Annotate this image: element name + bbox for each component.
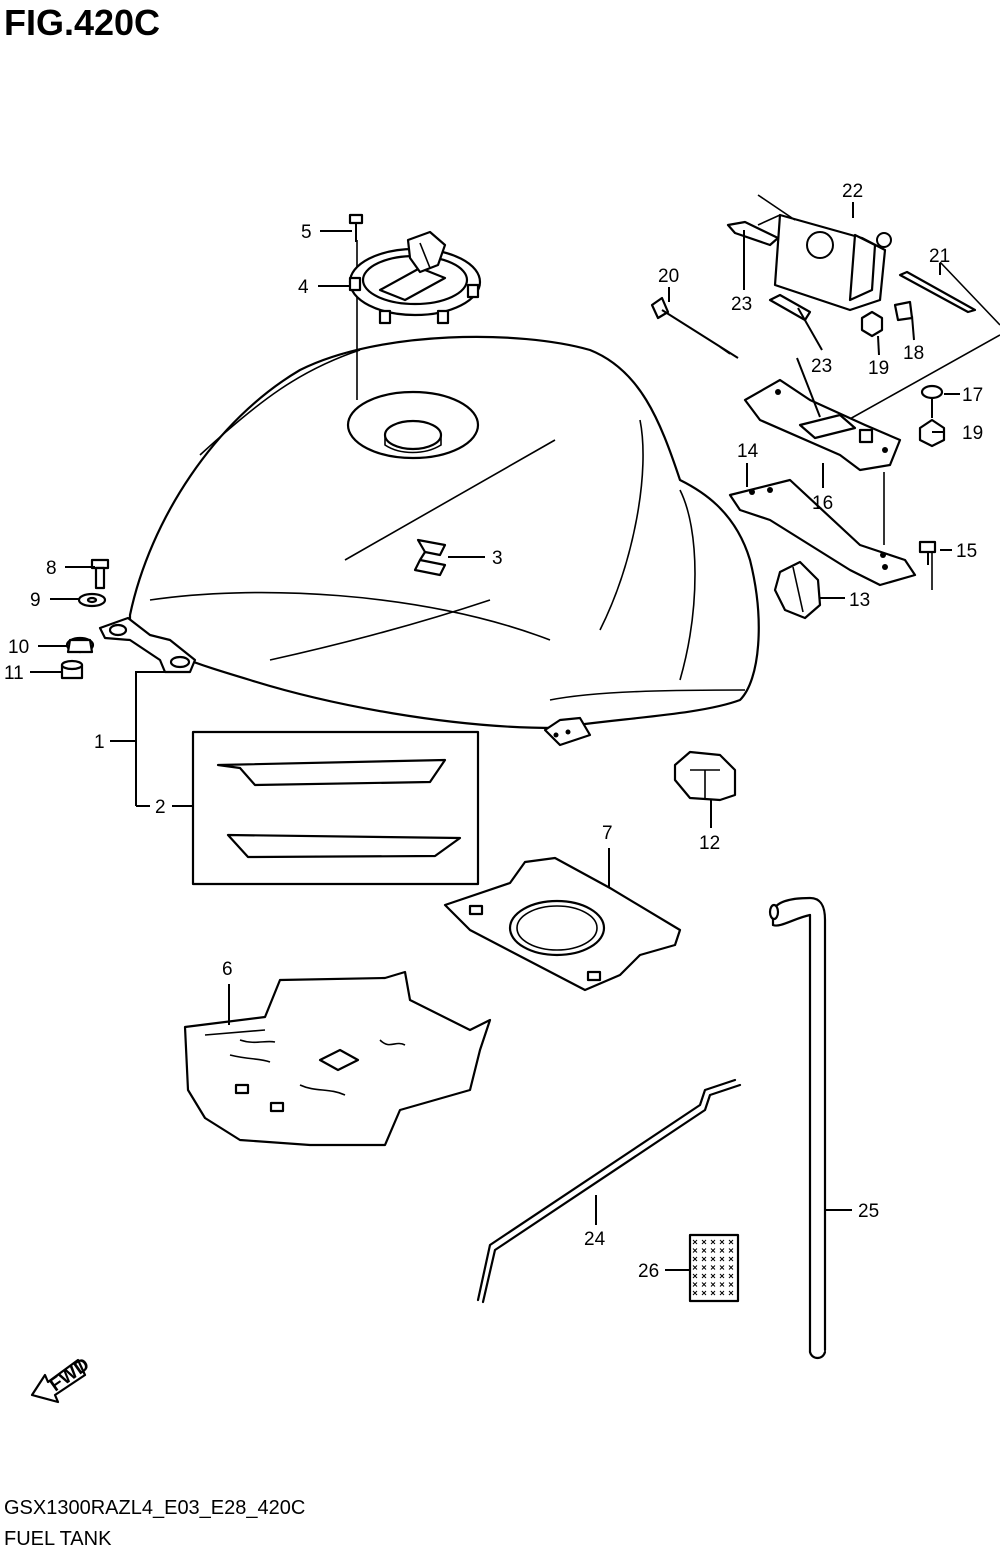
callout-13: 13	[849, 590, 870, 611]
callout-23b: 23	[811, 356, 832, 377]
pad-hatch-mark	[728, 1239, 734, 1245]
callout-25: 25	[858, 1201, 879, 1222]
figure-title: FIG.420C	[4, 2, 161, 43]
pad-hatch-mark	[701, 1290, 707, 1296]
callout-1: 1	[94, 732, 105, 753]
pad-hatch-mark	[701, 1248, 707, 1253]
pad-hatch-mark	[719, 1290, 725, 1296]
pad-hatch-mark	[710, 1239, 716, 1245]
pad-hatch-mark	[719, 1273, 725, 1279]
rear-mount-assembly	[650, 194, 1000, 802]
callout-21: 21	[929, 246, 950, 267]
pad-hatch-pattern	[692, 1239, 734, 1296]
callout-numbers: 1 2 3 4 5 6 7 8 9 10 11 12 13 14 15 16 1…	[4, 181, 983, 1282]
leader-lines	[30, 202, 960, 1271]
callout-19b: 19	[962, 423, 983, 444]
fwd-arrow-label: FWD	[46, 1354, 93, 1396]
pad-hatch-mark	[728, 1265, 734, 1270]
callout-11: 11	[4, 663, 24, 684]
pad-hatch-mark	[719, 1265, 725, 1270]
callout-22: 22	[842, 181, 863, 202]
pad-hatch-mark	[701, 1265, 707, 1270]
pad-hatch-mark	[692, 1256, 698, 1262]
callout-19a: 19	[868, 358, 889, 379]
pad-hatch-mark	[719, 1239, 725, 1245]
pad-hatch-mark	[692, 1248, 698, 1253]
callout-17: 17	[962, 385, 983, 406]
pad-hatch-mark	[692, 1239, 698, 1245]
callout-12: 12	[699, 833, 720, 854]
callout-3: 3	[492, 548, 503, 569]
pad-hatch-mark	[710, 1273, 716, 1279]
callout-8: 8	[46, 558, 57, 579]
callout-20: 20	[658, 266, 679, 287]
pad-hatch-mark	[719, 1282, 725, 1287]
pad-hatch-mark	[692, 1265, 698, 1270]
callout-9: 9	[30, 590, 41, 611]
tank-plates	[183, 856, 682, 1147]
callout-23a: 23	[731, 294, 752, 315]
fuel-cap-assembly	[348, 213, 482, 400]
pad-hatch-mark	[701, 1273, 707, 1279]
callout-24: 24	[584, 1229, 606, 1250]
pad-hatch-mark	[719, 1256, 725, 1262]
model-code: GSX1300RAZL4_E03_E28_420C	[4, 1497, 306, 1519]
callout-6: 6	[222, 959, 233, 980]
pad-hatch-mark	[728, 1248, 734, 1253]
fuel-tank-drawing	[98, 335, 760, 747]
pad-hatch-mark	[728, 1282, 734, 1287]
pad-hatch-mark	[701, 1239, 707, 1245]
callout-15: 15	[956, 541, 977, 562]
callout-10: 10	[8, 637, 29, 658]
callout-18: 18	[903, 343, 924, 364]
callout-5: 5	[301, 222, 312, 243]
callout-4: 4	[298, 277, 309, 298]
pad-hatch-mark	[710, 1290, 716, 1296]
pad-hatch-mark	[701, 1256, 707, 1262]
pad-hatch-mark	[710, 1282, 716, 1287]
callout-14: 14	[737, 441, 759, 462]
pad-hatch-mark	[692, 1282, 698, 1287]
pad-hatch-mark	[710, 1256, 716, 1262]
front-mount-hardware	[60, 558, 110, 680]
callout-2: 2	[155, 797, 166, 818]
pad-hatch-mark	[692, 1290, 698, 1296]
pad-hatch-mark	[728, 1256, 734, 1262]
pad-hatch-mark	[710, 1265, 716, 1270]
pad-hatch-mark	[710, 1248, 716, 1253]
emblem-set-box	[191, 730, 480, 886]
pad-hatch-mark	[701, 1282, 707, 1287]
callout-7: 7	[602, 823, 613, 844]
callout-16: 16	[812, 493, 833, 514]
pad-hatch-mark	[692, 1273, 698, 1279]
pad-hatch-mark	[719, 1248, 725, 1253]
diagram-name: FUEL TANK	[4, 1528, 112, 1550]
callout-26: 26	[638, 1261, 659, 1282]
hose-and-rod	[476, 896, 827, 1360]
pad-hatch-mark	[728, 1290, 734, 1296]
fwd-arrow: FWD	[30, 1354, 93, 1404]
pad-hatch-mark	[728, 1273, 734, 1279]
